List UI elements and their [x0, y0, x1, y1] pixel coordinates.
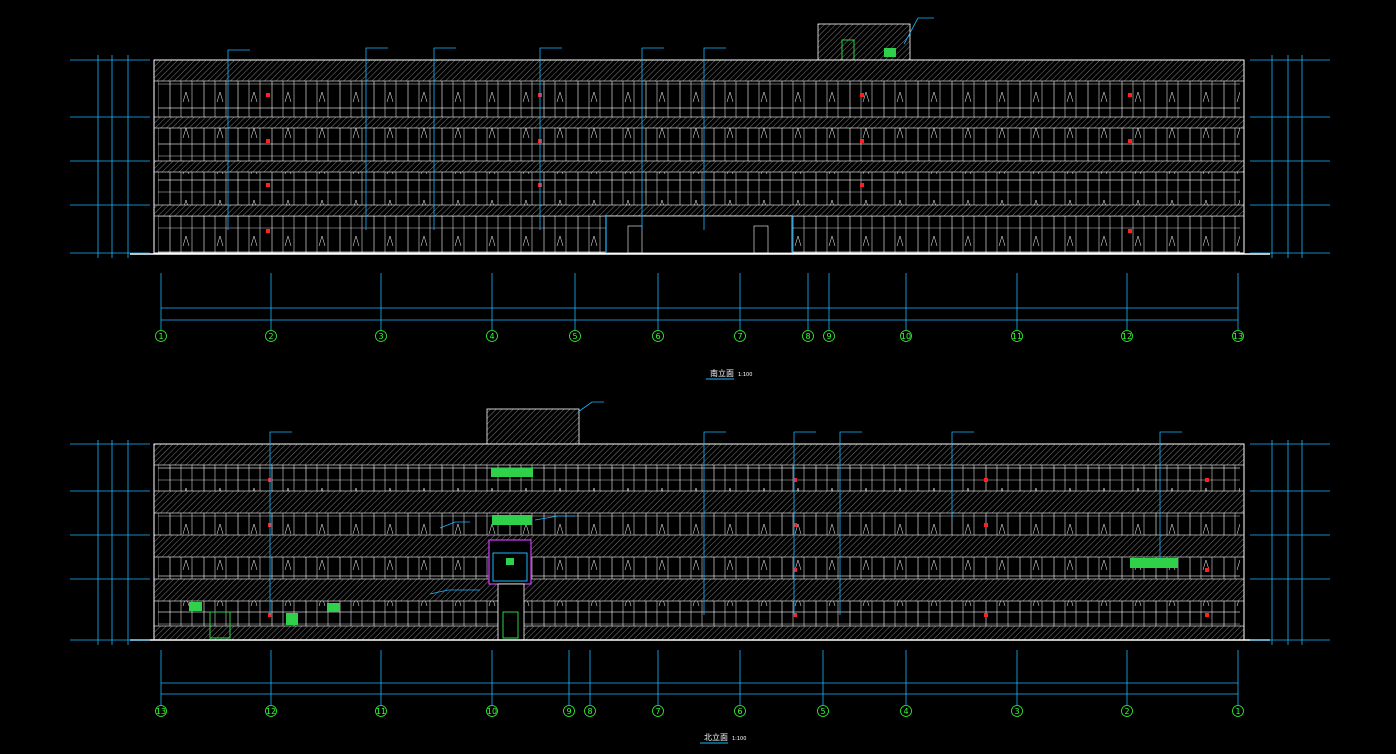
- axis-bubble: [584, 705, 596, 717]
- axis-bubble: [569, 330, 581, 342]
- plinth-band: [153, 625, 1245, 641]
- floor-band: [153, 160, 1245, 173]
- axis-bubble: [563, 705, 575, 717]
- north-elevation: 13 12 11 10 9 8 7 6 5 4 3 2 1 北立面 1:100: [70, 401, 1330, 744]
- axis-label: 7: [737, 332, 742, 341]
- axis-label: 4: [489, 332, 494, 341]
- left-level-dims: [70, 55, 150, 258]
- axis-label: 4: [903, 707, 908, 716]
- axis-label: 9: [566, 707, 571, 716]
- right-level-dims: [1250, 55, 1330, 258]
- axis-bubble: [375, 330, 387, 342]
- floor-band: [153, 534, 1245, 558]
- axis-bubble: [486, 705, 498, 717]
- window-grid: [158, 128, 1240, 161]
- axis-label: 3: [1014, 707, 1019, 716]
- window-grid: [158, 601, 1240, 626]
- axis-label: 11: [1012, 332, 1022, 341]
- axis-bubble: [817, 705, 829, 717]
- dimension-lines: [161, 307, 1238, 321]
- right-level-dims: [1250, 440, 1330, 645]
- axis-bubble: [486, 330, 498, 342]
- axis-bubble: [823, 330, 835, 342]
- parapet-band: [153, 59, 1245, 82]
- floor-band: [153, 204, 1245, 217]
- axis-bubble: [265, 705, 277, 717]
- left-level-dims: [70, 440, 150, 645]
- axis-label: 6: [737, 707, 742, 716]
- south-elevation-title: 南立面: [710, 368, 734, 378]
- axis-bubble: [375, 705, 387, 717]
- axis-bubble: [1011, 705, 1023, 717]
- axis-label: 7: [655, 707, 660, 716]
- floor-band: [153, 490, 1245, 514]
- leader-lines: [227, 17, 934, 230]
- axis-label: 13: [1233, 332, 1243, 341]
- axis-bubble: [652, 330, 664, 342]
- north-elevation-title: 北立面: [704, 732, 728, 742]
- axis-label: 10: [487, 707, 497, 716]
- axis-label: 11: [376, 707, 386, 716]
- window-grid: [158, 465, 1240, 491]
- axis-bubble: [1121, 705, 1133, 717]
- axis-label: 13: [156, 707, 166, 716]
- penthouse-vent: [884, 48, 896, 57]
- axis-label: 2: [268, 332, 273, 341]
- dimension-lines: [161, 682, 1238, 695]
- axis-label: 5: [572, 332, 577, 341]
- axis-bubble: [900, 330, 912, 342]
- green-panels: [189, 468, 1178, 625]
- axis-bubble: [155, 705, 167, 717]
- window-grid: [158, 513, 1240, 535]
- leader-lines: [269, 401, 1182, 615]
- floor-band: [153, 116, 1245, 129]
- window-grid: [158, 172, 1240, 205]
- axis-bubble: [1121, 330, 1133, 342]
- axis-label: 6: [655, 332, 660, 341]
- axis-bubble: [1232, 705, 1244, 717]
- main-entrance: [605, 215, 793, 254]
- axis-label: 8: [587, 707, 592, 716]
- axis-label: 10: [901, 332, 911, 341]
- axis-label: 1: [1235, 707, 1240, 716]
- axis-bubble: [802, 330, 814, 342]
- axis-label: 2: [1124, 707, 1129, 716]
- axis-bubble: [900, 705, 912, 717]
- parapet-band: [153, 443, 1245, 466]
- roof-penthouse: [486, 408, 580, 445]
- axis-bubble: [1011, 330, 1023, 342]
- window-grid: [158, 557, 1240, 579]
- south-elevation-scale: 1:100: [738, 372, 752, 378]
- axis-bubble: [265, 330, 277, 342]
- axis-bubble: [155, 330, 167, 342]
- axis-label: 12: [1122, 332, 1132, 341]
- axis-label: 8: [805, 332, 810, 341]
- axis-label: 9: [826, 332, 831, 341]
- axis-label: 5: [820, 707, 825, 716]
- roof-penthouse: [817, 23, 911, 61]
- axis-bubble: [734, 705, 746, 717]
- axis-bubble: [734, 330, 746, 342]
- axis-label: 1: [158, 332, 163, 341]
- axis-grid: 13 12 11 10 9 8 7 6 5 4 3 2 1: [155, 650, 1244, 717]
- axis-label: 12: [266, 707, 276, 716]
- axis-bubble: [652, 705, 664, 717]
- window-grid: [158, 81, 1240, 117]
- north-elevation-scale: 1:100: [732, 736, 746, 742]
- axis-label: 3: [378, 332, 383, 341]
- floor-band: [153, 578, 1245, 602]
- axis-bubble: [1232, 330, 1244, 342]
